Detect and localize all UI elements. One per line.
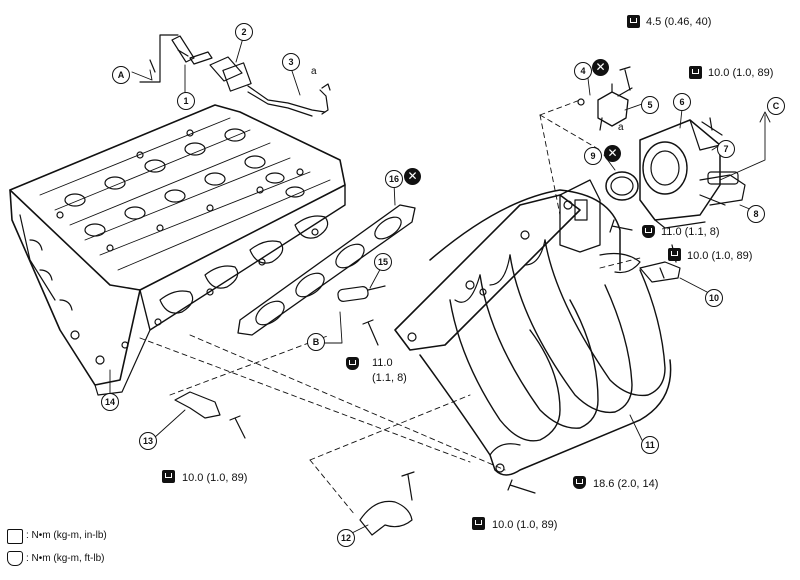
torque-in-lb-icon	[627, 15, 640, 28]
torque-spec-6: 10.0 (1.0, 89)	[182, 472, 248, 484]
torque-in-lb-icon	[162, 470, 175, 483]
cylinder-head	[9, 104, 346, 396]
legend-ft-lb-text: : N•m (kg-m, ft-lb)	[26, 553, 105, 564]
connector-a: A	[112, 66, 130, 84]
fuel-damper-assembly	[139, 34, 331, 117]
torque-in-lb-icon	[668, 248, 681, 261]
legend-ft-lb-icon	[7, 551, 23, 566]
torque-spec-1: 4.5 (0.46, 40)	[646, 16, 712, 28]
legend-in-lb-text: : N•m (kg-m, in-lb)	[26, 530, 107, 541]
torque-spec-3: 11.0 (1.1, 8)	[661, 226, 720, 238]
callout-15: 15	[374, 253, 392, 271]
callout-16: 16	[385, 170, 403, 188]
replace-mark-16: ✕	[404, 168, 421, 185]
callout-14: 14	[101, 393, 119, 411]
replace-mark-9: ✕	[604, 145, 621, 162]
torque-ft-lb-icon	[573, 476, 586, 489]
connector-b: B	[307, 333, 325, 351]
point-a-small-2: a	[618, 122, 624, 133]
callout-13: 13	[139, 432, 157, 450]
callout-6: 6	[673, 93, 691, 111]
point-a-small: a	[311, 66, 317, 77]
torque-ft-lb-icon	[642, 225, 655, 238]
legend-in-lb-icon	[7, 529, 23, 544]
manifold-gasket	[237, 204, 416, 336]
callout-12: 12	[337, 529, 355, 547]
leader-lines	[109, 37, 771, 536]
torque-ft-lb-icon	[346, 357, 359, 370]
intake-manifold	[394, 179, 672, 476]
callout-11: 11	[641, 436, 659, 454]
torque-spec-4: 10.0 (1.0, 89)	[687, 250, 753, 262]
callout-4: 4	[574, 62, 592, 80]
connector-c: C	[767, 97, 785, 115]
callout-10: 10	[705, 289, 723, 307]
callout-7: 7	[717, 140, 735, 158]
callout-2: 2	[235, 23, 253, 41]
torque-spec-8: 10.0 (1.0, 89)	[492, 519, 558, 531]
replace-mark-4: ✕	[592, 59, 609, 76]
callout-5: 5	[641, 96, 659, 114]
torque-spec-5-line2: (1.1, 8)	[372, 372, 407, 384]
callout-8: 8	[747, 205, 765, 223]
callout-9: 9	[584, 147, 602, 165]
torque-in-lb-icon	[689, 66, 702, 79]
throttle-chamber	[577, 66, 746, 229]
callout-3: 3	[282, 53, 300, 71]
brackets-and-bolts	[174, 219, 681, 536]
torque-spec-7: 18.6 (2.0, 14)	[593, 478, 659, 490]
callout-1: 1	[177, 92, 195, 110]
torque-spec-2: 10.0 (1.0, 89)	[708, 67, 774, 79]
torque-in-lb-icon	[472, 517, 485, 530]
torque-spec-5-line1: 11.0	[372, 357, 393, 369]
